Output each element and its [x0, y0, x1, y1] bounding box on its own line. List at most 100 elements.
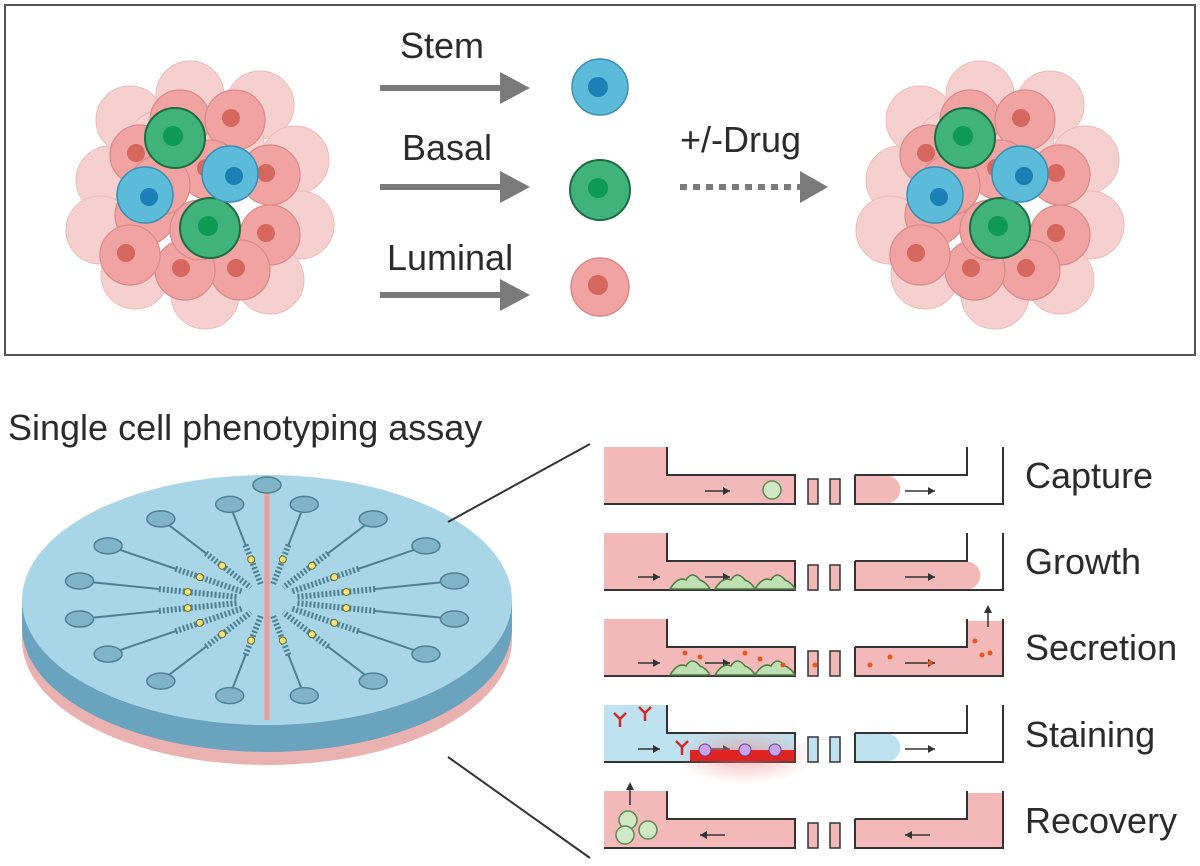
- chip-chamber: [295, 599, 376, 614]
- flow-arrow-head: [905, 831, 912, 839]
- pillar: [829, 564, 841, 591]
- captured-cell: [342, 587, 351, 596]
- flow-arrow-head: [723, 487, 730, 495]
- flow-arrow-head: [700, 831, 707, 839]
- medium-fill: [856, 793, 1002, 847]
- captured-cell: [183, 587, 192, 596]
- basal-cell: [569, 159, 631, 221]
- captured-cell: [762, 480, 782, 500]
- assay-title: Single cell phenotyping assay: [8, 407, 482, 448]
- step-diagram-0: [604, 447, 1004, 505]
- nucleus: [257, 224, 275, 242]
- tumor-cluster-right: [855, 60, 1125, 330]
- secreted-factor: [987, 650, 993, 656]
- secreted-factor: [697, 654, 703, 660]
- captured-cell: [307, 630, 316, 639]
- nucleus: [257, 164, 275, 182]
- outflow-arrowhead: [984, 605, 992, 613]
- flow-arrow-head: [653, 573, 660, 581]
- chip-inlet: [146, 672, 176, 690]
- step-diagram-3: [604, 705, 1004, 784]
- captured-cell: [247, 636, 256, 645]
- label-drug: +/-Drug: [680, 119, 801, 160]
- antibody: [638, 706, 652, 721]
- chip-inlet: [252, 476, 282, 494]
- grown-cell: [668, 660, 712, 676]
- right-wall: [854, 791, 1004, 849]
- medium-front: [856, 562, 981, 589]
- grown-cell: [713, 574, 757, 590]
- nucleus: [198, 216, 218, 236]
- nucleus: [962, 259, 980, 277]
- nucleus: [225, 167, 243, 185]
- nucleus: [953, 126, 973, 146]
- left-wall: [604, 619, 796, 677]
- chip-chamber: [203, 610, 253, 650]
- nucleus: [1015, 167, 1033, 185]
- secreted-factor: [812, 662, 818, 668]
- chip-inlet: [358, 510, 388, 528]
- chip-inlet: [93, 537, 123, 555]
- chip-inlet: [64, 610, 95, 628]
- left-wall: [604, 533, 796, 591]
- antibody: [613, 712, 627, 727]
- tumor-cluster-left: [65, 60, 335, 330]
- secreted-factor: [887, 654, 893, 660]
- nucleus: [907, 244, 925, 262]
- chip-inlet: [93, 645, 123, 663]
- step-label-recovery: Recovery: [1025, 800, 1177, 841]
- step-label-capture: Capture: [1025, 455, 1153, 496]
- secreted-factor: [682, 650, 688, 656]
- step-label-growth: Growth: [1025, 541, 1141, 582]
- pillar: [829, 736, 841, 763]
- nucleus: [1017, 259, 1035, 277]
- left-wall: [604, 791, 796, 849]
- chip-inlet: [439, 610, 470, 628]
- chip-inlet: [146, 510, 176, 528]
- arrow-luminal: [380, 279, 530, 311]
- grown-cell: [753, 574, 797, 590]
- flow-arrow-head: [653, 745, 660, 753]
- nucleus: [1012, 109, 1030, 127]
- secreted-factor: [742, 650, 748, 656]
- chip-chamber: [242, 613, 265, 657]
- captured-cell: [247, 555, 256, 564]
- secreted-factor: [972, 638, 978, 644]
- chip-chamber: [158, 586, 239, 601]
- stain-front: [856, 734, 901, 761]
- captured-cell: [195, 618, 204, 627]
- pillar: [829, 650, 841, 677]
- chip-inlet: [439, 572, 470, 590]
- right-wall: [854, 447, 1004, 505]
- nucleus: [163, 126, 183, 146]
- chip-chamber: [203, 550, 253, 590]
- nucleus: [222, 109, 240, 127]
- step-label-staining: Staining: [1025, 714, 1155, 755]
- chip-chamber: [281, 610, 331, 650]
- pillar: [807, 564, 819, 591]
- nucleus: [1047, 164, 1065, 182]
- pillar: [829, 822, 841, 849]
- captured-cell: [342, 604, 351, 613]
- chip-inlet: [411, 537, 441, 555]
- arrow-stem: [380, 72, 530, 104]
- nucleus: [140, 188, 158, 206]
- microfluidic-chip: [22, 475, 512, 765]
- right-wall: [854, 705, 1004, 763]
- nucleus: [227, 259, 245, 277]
- captured-cell: [330, 618, 339, 627]
- secreted-factor: [927, 660, 933, 666]
- medium-fill: [856, 621, 1002, 675]
- captured-cell: [330, 573, 339, 582]
- flow-arrow-head: [928, 573, 935, 581]
- nucleus: [172, 259, 190, 277]
- right-wall: [854, 533, 1004, 591]
- flow-arrow-head: [653, 659, 660, 667]
- step-label-secretion: Secretion: [1025, 627, 1177, 668]
- nucleus: [988, 216, 1008, 236]
- retrieval-arrowhead: [626, 782, 634, 790]
- chip-inlet: [358, 672, 388, 690]
- nucleus: [930, 188, 948, 206]
- left-wall: [604, 447, 796, 505]
